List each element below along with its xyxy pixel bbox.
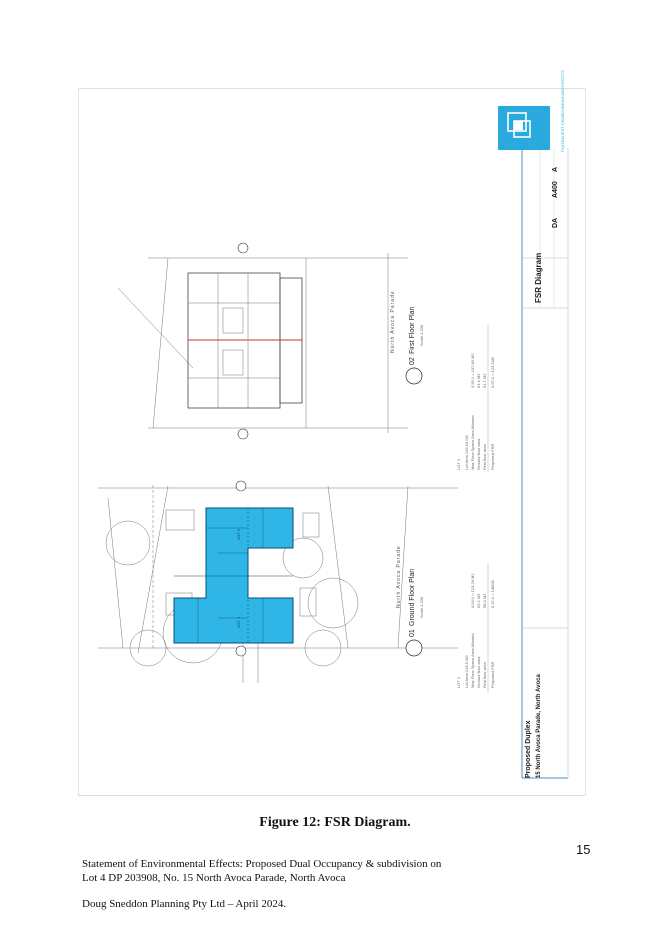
plan-number-first: 02 <box>409 357 416 365</box>
drawing-linework <box>78 88 586 796</box>
ground-floor-fsr-hatch <box>173 507 294 644</box>
figure-caption: Figure 12: FSR Diagram. <box>259 815 411 830</box>
plan-number-icon <box>405 639 423 657</box>
architectural-drawing-sheet: PLATEAUEST CHURCHBEAM ARCHITECTS Propose… <box>78 70 586 796</box>
section-marker-icon <box>235 480 247 657</box>
project-name: Proposed Duplex <box>525 720 532 778</box>
lot1-label: LOT 1 <box>236 616 241 628</box>
sheet-title: FSR Diagram <box>534 252 543 303</box>
plan-scale-first: Scale 1:200 <box>419 324 424 346</box>
drawing-number: A400 <box>552 181 559 198</box>
project-address: 15 North Avoca Parade, North Avoca <box>536 674 542 778</box>
first-floor-plan <box>117 253 408 433</box>
plan-number-ground: 01 <box>409 629 416 637</box>
plan-scale-ground: Scale 1:200 <box>419 596 424 618</box>
drawing-status: DA <box>552 217 559 228</box>
firm-name: PLATEAUEST CHURCHBEAM ARCHITECTS <box>560 70 565 152</box>
plan-title-first: First Floor Plan <box>409 306 416 354</box>
street-label-first: North Avoca Parade <box>390 290 396 353</box>
footer-line-2: Lot 4 DP 203908, No. 15 North Avoca Para… <box>82 872 346 884</box>
plan-title-ground: Ground Floor Plan <box>409 568 416 626</box>
footer-line-1: Statement of Environmental Effects: Prop… <box>82 858 442 870</box>
lot2-label: LOT 2 <box>236 528 241 540</box>
street-label-ground: North Avoca Parade <box>396 545 402 608</box>
footer-line-3: Doug Sneddon Planning Pty Ltd – April 20… <box>82 898 287 910</box>
plan-number-icon <box>405 367 423 385</box>
revision: A <box>552 166 559 172</box>
section-marker-icon <box>237 242 249 440</box>
firm-logo-icon <box>498 106 550 150</box>
page-number: 15 <box>576 842 591 857</box>
